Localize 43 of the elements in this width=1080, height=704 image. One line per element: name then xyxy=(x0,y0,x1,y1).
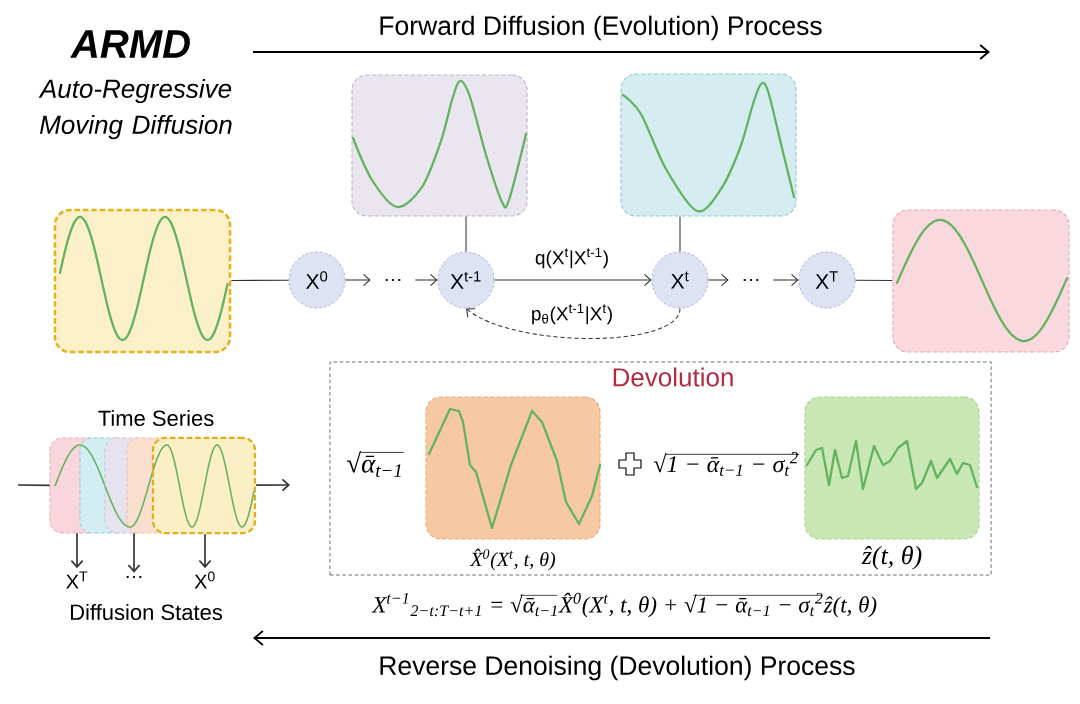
formula-caption: ẑ(t, θ) xyxy=(861,545,922,570)
arrow xyxy=(344,273,371,287)
heading: Reverse Denoising (Devolution) Process xyxy=(380,655,855,681)
waveform-panel xyxy=(351,74,528,217)
connector-line xyxy=(465,216,467,253)
state-label: … xyxy=(126,575,142,579)
connector-line xyxy=(679,216,681,253)
waveform-panel xyxy=(53,208,232,354)
connector-line xyxy=(17,484,51,487)
arrow xyxy=(707,273,729,287)
arrow xyxy=(127,532,141,573)
state-label: X$^{T}$ xyxy=(66,571,88,589)
window-box xyxy=(49,437,93,534)
group-label: Time Series xyxy=(98,409,214,427)
state-label: X$^{0}$ xyxy=(194,571,215,589)
formula-caption: X̂$^{0}$(X$^{t}$, t, θ) xyxy=(469,548,556,571)
curved-arrow xyxy=(466,307,681,340)
edge-label: p$_{θ}$(X$^{t-1}$|X$^{t}$) xyxy=(529,302,615,326)
title: ARMD xyxy=(70,30,190,58)
waveform-panel xyxy=(892,209,1070,353)
arrow xyxy=(493,273,652,287)
arrow xyxy=(414,273,438,287)
window-box xyxy=(79,437,118,534)
formula: √ᾱ$_{t−1}$ xyxy=(346,451,405,477)
formula: √1 − ᾱ$_{t−1}$ − σ$_{t}$2 xyxy=(653,452,800,476)
window-box xyxy=(104,437,140,534)
ellipsis: … xyxy=(743,278,759,282)
formula: X$^{t−1}$$_{2−t:T−t+1}$ = √ᾱ$_{t−1}$X̂$^{0}$(X$^{t}$, t, θ) + √1 − ᾱ$_{t−1}$ − σ$_{t}$$^{2}$ẑ(t, θ) xyxy=(371,592,877,618)
connector-line xyxy=(854,279,893,281)
group-label: Diffusion States xyxy=(70,603,223,621)
section-heading: Devolution xyxy=(613,367,733,387)
ellipsis: … xyxy=(385,278,401,282)
waveform-panel xyxy=(620,73,797,217)
arrow xyxy=(772,273,799,287)
window-box xyxy=(126,437,166,534)
subtitle: Auto-Regressive Moving Diffusion xyxy=(38,78,232,140)
edge-label: q(X$^{t}$|X$^{t-1}$) xyxy=(533,246,611,270)
connector-line xyxy=(230,279,290,281)
window-box xyxy=(151,436,257,535)
arrow xyxy=(255,478,290,492)
arrow xyxy=(198,533,212,569)
heading: Forward Diffusion (Evolution) Process xyxy=(380,15,822,41)
arrow xyxy=(70,532,84,569)
